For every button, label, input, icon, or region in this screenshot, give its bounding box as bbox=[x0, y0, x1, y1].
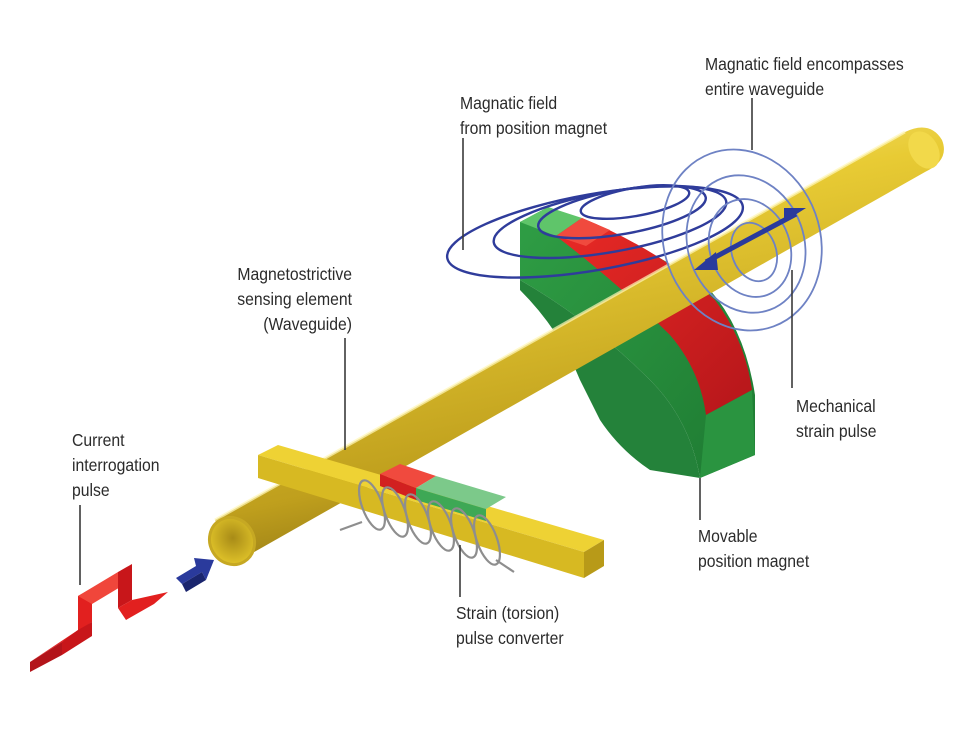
current-pulse-shape bbox=[30, 564, 168, 672]
label-line: interrogation bbox=[72, 455, 160, 475]
pulse-converter bbox=[258, 445, 604, 578]
label-line: Magnatic field bbox=[460, 93, 558, 113]
label-line: Current bbox=[72, 430, 125, 450]
field-from-magnet bbox=[445, 184, 745, 279]
label-line: from position magnet bbox=[460, 118, 608, 138]
label-sensing-element: Magnetostrictive sensing element (Wavegu… bbox=[221, 262, 352, 337]
label-line: pulse converter bbox=[456, 628, 564, 648]
leader-lines bbox=[79, 98, 793, 597]
label-line: position magnet bbox=[698, 551, 810, 571]
coil bbox=[339, 479, 515, 573]
input-arrow bbox=[176, 558, 214, 592]
label-line: Magnetostrictive bbox=[237, 264, 352, 284]
label-field-position-magnet: Magnatic field from position magnet bbox=[460, 91, 607, 141]
label-mechanical-pulse: Mechanical strain pulse bbox=[796, 394, 877, 444]
label-line: sensing element bbox=[237, 289, 352, 309]
label-field-encompasses: Magnatic field encompasses entire wavegu… bbox=[705, 52, 904, 102]
label-line: Magnatic field encompasses bbox=[705, 54, 904, 74]
label-line: strain pulse bbox=[796, 421, 877, 441]
label-line: Movable bbox=[698, 526, 758, 546]
magnet-green-body bbox=[520, 207, 755, 478]
label-line: Mechanical bbox=[796, 396, 876, 416]
label-strain-converter: Strain (torsion) pulse converter bbox=[456, 601, 564, 651]
label-line: (Waveguide) bbox=[263, 314, 352, 334]
strain-pulse-arrow bbox=[694, 208, 806, 270]
label-current-pulse: Current interrogation pulse bbox=[72, 428, 160, 503]
label-line: entire waveguide bbox=[705, 79, 825, 99]
label-movable-magnet: Movable position magnet bbox=[698, 524, 809, 574]
waveguide-tube bbox=[207, 127, 944, 567]
waveguide-end bbox=[207, 515, 257, 567]
label-line: pulse bbox=[72, 480, 110, 500]
label-line: Strain (torsion) bbox=[456, 603, 560, 623]
